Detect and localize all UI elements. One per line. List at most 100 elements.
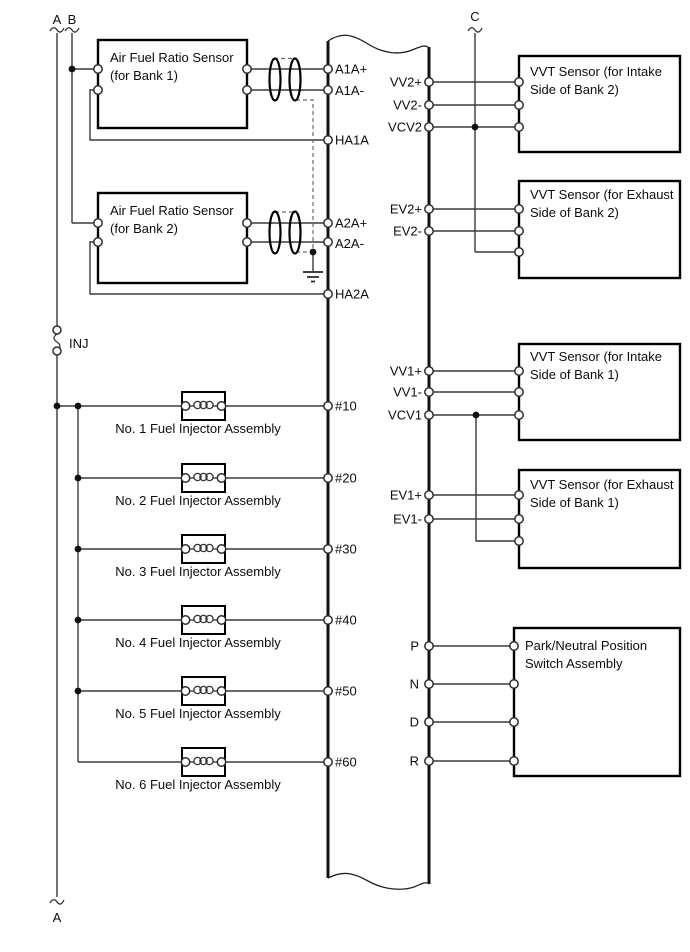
injector-5-label: No. 5 Fuel Injector Assembly [115,706,281,721]
wire-vcv1-branch [475,415,519,542]
pin-ev2-minus: EV2- [393,224,422,239]
afr2-label-line2: (for Bank 2) [110,221,178,236]
pin-20: #20 [335,471,357,486]
coil-icon [193,614,202,624]
pin-ha1a: HA1A [335,133,369,148]
shielded-pair-bank2 [268,210,302,255]
terminal [180,473,191,483]
injector-5 [180,676,227,706]
pin-a1a-plus: A1A+ [335,62,367,77]
pin-50: #50 [335,684,357,699]
terminal [180,757,191,767]
terminals [93,64,524,767]
pin-vv1-minus: VV1- [393,385,422,400]
injector-3 [180,534,227,564]
rail-b-label: B [68,12,77,27]
afr-sensor-bank1-box [96,38,249,130]
injector-6 [180,747,227,777]
right-wiring [429,81,519,762]
injector-wiring [57,405,328,763]
pin-30: #30 [335,542,357,557]
injector-3-label: No. 3 Fuel Injector Assembly [115,564,281,579]
rail-a-label: A [53,12,62,27]
break-symbol-icon [49,27,65,33]
terminal [180,401,191,411]
injector-1 [180,391,227,421]
terminal [216,401,227,411]
coil-icon [193,472,202,482]
terminal [216,544,227,554]
pin-p: P [410,639,419,654]
afr1-label-line1: Air Fuel Ratio Sensor [110,50,234,65]
pin-ha2a: HA2A [335,287,369,302]
coil-icon [193,543,202,553]
pin-vv1-plus: VV1+ [390,364,422,379]
injector-components [180,391,227,777]
injector-6-label: No. 6 Fuel Injector Assembly [115,777,281,792]
ecm-bottom-break [327,872,430,890]
rail-a-bottom-label: A [53,910,62,925]
coil-icon [193,400,202,410]
vvt-e1-label-line1: VVT Sensor (for Exhaust [530,477,674,492]
terminal [216,615,227,625]
shield-drains [274,57,323,283]
terminal [216,473,227,483]
break-symbol-icon [467,27,483,33]
terminal [180,686,191,696]
injector-1-label: No. 1 Fuel Injector Assembly [115,421,281,436]
pin-r: R [410,754,419,769]
fuse-terminal [52,346,62,356]
pin-60: #60 [335,755,357,770]
pin-a2a-minus: A2A- [335,236,364,251]
coil-icon [193,685,202,695]
inj-fuse [52,325,62,356]
shield-drain-bank1 [296,99,314,252]
twisted-pair-icon [288,57,302,102]
terminal [216,757,227,767]
coil-icon [193,756,202,766]
break-symbol-icon [49,899,65,905]
pin-ev2-plus: EV2+ [390,202,422,217]
fuse-terminal [52,325,62,335]
terminal [216,686,227,696]
vvt-i1-label-line1: VVT Sensor (for Intake [530,349,662,364]
twisted-pair-icon [268,57,282,102]
rail-b [64,27,80,223]
vvt-e2-label-line2: Side of Bank 2) [530,205,619,220]
injector-4 [180,605,227,635]
injector-2 [180,463,227,493]
ecm-body [326,34,431,890]
afr2-label-line1: Air Fuel Ratio Sensor [110,203,234,218]
afr-sensor-bank2-box [96,191,249,285]
injector-2-label: No. 2 Fuel Injector Assembly [115,493,281,508]
ecm-top-break [327,34,430,54]
inj-fuse-label: INJ [69,336,89,351]
vvt-i2-label-line2: Side of Bank 2) [530,82,619,97]
afr1-label-line2: (for Bank 1) [110,68,178,83]
pin-ev1-plus: EV1+ [390,488,422,503]
rail-c-label: C [470,9,479,24]
pin-vcv2: VCV2 [388,120,422,135]
pin-vcv1: VCV1 [388,408,422,423]
break-symbol-icon [64,27,80,33]
pin-ev1-minus: EV1- [393,512,422,527]
vvt-i2-label-line1: VVT Sensor (for Intake [530,64,662,79]
pin-n: N [410,677,419,692]
pin-a1a-minus: A1A- [335,83,364,98]
labels: A B C A INJ Air Fuel Ratio Sensor (for B… [53,9,674,925]
pin-vv2-plus: VV2+ [390,75,422,90]
pnp-label-line2: Switch Assembly [525,656,623,671]
twisted-pair-icon [268,210,282,255]
pin-a2a-plus: A2A+ [335,216,367,231]
pin-10: #10 [335,399,357,414]
terminal [180,615,191,625]
ground-icon [303,271,323,283]
pin-40: #40 [335,613,357,628]
vvt-e1-label-line2: Side of Bank 1) [530,495,619,510]
pnp-switch-box [512,626,682,778]
junction-dots [53,65,480,695]
vvt-i1-label-line2: Side of Bank 1) [530,367,619,382]
vvt-intake-b2-box [517,54,682,154]
